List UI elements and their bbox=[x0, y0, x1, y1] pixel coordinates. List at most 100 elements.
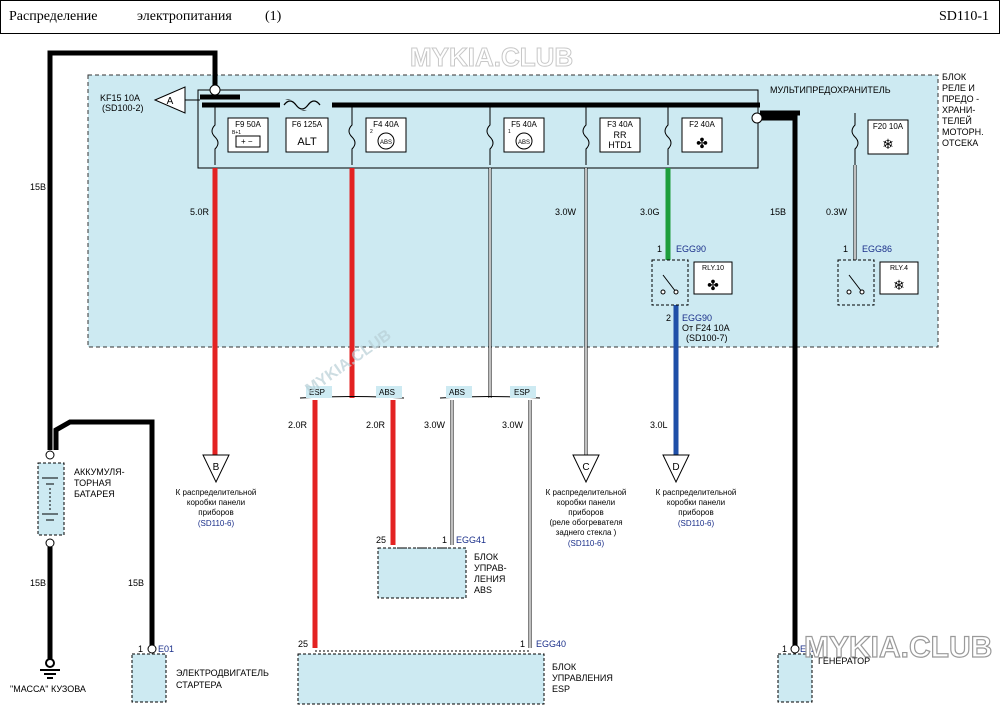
starter-connector: E01 bbox=[158, 644, 174, 654]
svg-text:1: 1 bbox=[657, 244, 662, 254]
wire-label-c: 3.0W bbox=[555, 207, 577, 217]
relay-rly10: RLY.10 ✤ bbox=[651, 259, 733, 306]
wire-label-generator: 15B bbox=[770, 207, 786, 217]
svg-text:РЕЛЕ И: РЕЛЕ И bbox=[942, 83, 975, 93]
fuse-f4: F4 40A 2 ABS bbox=[365, 117, 407, 153]
svg-text:F2 40A: F2 40A bbox=[689, 120, 715, 129]
svg-text:ABS: ABS bbox=[518, 140, 530, 146]
svg-text:ХРАНИ-: ХРАНИ- bbox=[942, 105, 975, 115]
page-header: Распределение электропитания (1) SD110-1 bbox=[0, 0, 1000, 34]
svg-text:F9 50A: F9 50A bbox=[235, 120, 261, 129]
ac-snowflake-icon: ❄ bbox=[882, 136, 894, 152]
svg-text:2.0R: 2.0R bbox=[366, 420, 386, 430]
wire-label-red-main: 5.0R bbox=[190, 207, 210, 217]
svg-text:ОТСЕКА: ОТСЕКА bbox=[942, 138, 978, 148]
svg-text:заднего стекла ): заднего стекла ) bbox=[556, 528, 617, 537]
svg-text:B: B bbox=[213, 462, 220, 473]
relay-rly4: RLY.4 ❄ bbox=[837, 259, 919, 306]
svg-text:3.0L: 3.0L bbox=[650, 420, 668, 430]
engine-box-title: БЛОК РЕЛЕ И ПРЕДО - ХРАНИ- ТЕЛЕЙ МОТОРН.… bbox=[942, 72, 984, 148]
svg-text:HTD1: HTD1 bbox=[608, 140, 632, 150]
svg-text:1: 1 bbox=[843, 244, 848, 254]
svg-text:БЛОК: БЛОК bbox=[942, 72, 967, 82]
esp-unit-label: БЛОК УПРАВЛЕНИЯ ESP bbox=[552, 662, 613, 694]
svg-text:(SD110-6): (SD110-6) bbox=[678, 519, 715, 528]
fuse-f2: F2 40A ✤ bbox=[681, 117, 723, 153]
svg-text:приборов: приборов bbox=[678, 508, 713, 517]
svg-text:БЛОК: БЛОК bbox=[474, 552, 499, 562]
svg-text:ТЕЛЕЙ: ТЕЛЕЙ bbox=[942, 115, 972, 126]
svg-text:приборов: приборов bbox=[568, 508, 603, 517]
svg-text:ESP: ESP bbox=[514, 388, 530, 397]
svg-text:❄: ❄ bbox=[893, 277, 905, 293]
svg-text:приборов: приборов bbox=[198, 508, 233, 517]
abs-icon: ABS bbox=[515, 132, 533, 150]
connector-a-ref: (SD100-2) bbox=[102, 103, 144, 113]
svg-text:СТАРТЕРА: СТАРТЕРА bbox=[176, 680, 222, 690]
svg-text:коробки панели: коробки панели bbox=[187, 498, 245, 507]
abs-control-unit bbox=[377, 547, 467, 599]
watermark-top: MYKIA.CLUB bbox=[410, 42, 573, 72]
svg-text:ПРЕДО -: ПРЕДО - bbox=[942, 94, 979, 104]
svg-text:15B: 15B bbox=[30, 578, 46, 588]
svg-text:ESP: ESP bbox=[552, 684, 570, 694]
svg-text:ABS: ABS bbox=[449, 388, 465, 397]
svg-text:F5 40A: F5 40A bbox=[511, 120, 537, 129]
watermark-bottom-right: MYKIA.CLUB bbox=[804, 631, 992, 664]
svg-text:БАТАРЕЯ: БАТАРЕЯ bbox=[74, 489, 115, 499]
svg-text:К распределительной: К распределительной bbox=[656, 488, 737, 497]
wire-label-ac: 0.3W bbox=[826, 207, 848, 217]
svg-text:C: C bbox=[582, 462, 589, 473]
svg-text:ABS: ABS bbox=[380, 140, 392, 146]
svg-text:ABS: ABS bbox=[474, 585, 492, 595]
svg-text:F3 40A: F3 40A bbox=[607, 120, 633, 129]
ground-label: "МАССА" КУЗОВА bbox=[10, 684, 86, 694]
svg-text:К распределительной: К распределительной bbox=[546, 488, 627, 497]
svg-text:15B: 15B bbox=[128, 578, 144, 588]
starter-unit bbox=[131, 653, 167, 703]
relay-connector-egg90: EGG90 bbox=[676, 244, 706, 254]
battery-symbol bbox=[37, 450, 65, 548]
connector-b-arrow bbox=[202, 454, 230, 484]
ground-icon bbox=[40, 658, 60, 679]
starter-label: ЭЛЕКТРОДВИГАТЕЛЬ СТАРТЕРА bbox=[176, 668, 269, 690]
abs-icon: ABS bbox=[377, 132, 395, 150]
svg-text:К распределительной: К распределительной bbox=[176, 488, 257, 497]
relay-connector-egg86: EGG86 bbox=[862, 244, 892, 254]
svg-text:ESP: ESP bbox=[309, 388, 325, 397]
connector-a-letter: A bbox=[167, 96, 174, 107]
svg-text:2: 2 bbox=[370, 129, 373, 135]
svg-text:3.0W: 3.0W bbox=[502, 420, 524, 430]
diagram-code: SD110-1 bbox=[938, 9, 989, 24]
connector-a-fuse-label: KF15 10A bbox=[100, 93, 140, 103]
svg-text:+ −: + − bbox=[241, 137, 253, 146]
svg-text:RLY.10: RLY.10 bbox=[702, 265, 724, 272]
battery-label: АККУМУЛЯ- ТОРНАЯ БАТАРЕЯ bbox=[74, 467, 125, 499]
svg-text:коробки панели: коробки панели bbox=[557, 498, 615, 507]
generator-connector: E02 bbox=[800, 644, 816, 654]
connector-d-text: К распределительной коробки панели прибо… bbox=[656, 488, 737, 528]
svg-text:БЛОК: БЛОК bbox=[552, 662, 577, 672]
svg-text:25: 25 bbox=[298, 639, 308, 649]
svg-text:1: 1 bbox=[782, 644, 787, 654]
connector-c-arrow bbox=[572, 454, 600, 484]
svg-text:2: 2 bbox=[666, 313, 671, 323]
svg-text:(SD110-6): (SD110-6) bbox=[198, 519, 235, 528]
wire-generator bbox=[757, 115, 798, 648]
generator-unit bbox=[777, 653, 813, 703]
svg-text:1: 1 bbox=[442, 535, 447, 545]
title-part-3: (1) bbox=[265, 9, 282, 24]
svg-text:ЭЛЕКТРОДВИГАТЕЛЬ: ЭЛЕКТРОДВИГАТЕЛЬ bbox=[176, 668, 269, 678]
connector-b-text: К распределительной коробки панели прибо… bbox=[176, 488, 257, 528]
svg-text:25: 25 bbox=[376, 535, 386, 545]
svg-text:АККУМУЛЯ-: АККУМУЛЯ- bbox=[74, 467, 125, 477]
title-part-2: электропитания bbox=[137, 9, 232, 24]
svg-text:1: 1 bbox=[138, 644, 143, 654]
esp-connector: EGG40 bbox=[536, 639, 566, 649]
connector-c-text: К распределительной коробки панели прибо… bbox=[546, 488, 627, 548]
fuse-f3: F3 40A RR HTD1 bbox=[599, 117, 641, 153]
svg-text:(реле обогревателя: (реле обогревателя bbox=[549, 518, 622, 527]
svg-text:УПРАВ-: УПРАВ- bbox=[474, 563, 507, 573]
